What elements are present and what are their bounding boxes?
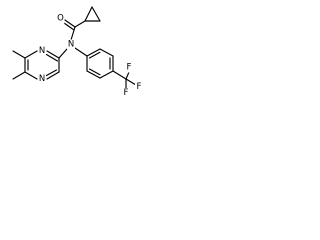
bonds xyxy=(12,6,137,89)
methyl-bond xyxy=(12,71,26,80)
nitrogen-to-pyrimidine-bond xyxy=(58,48,68,59)
phenyl-bond xyxy=(88,68,101,76)
cyclopropane-bond xyxy=(84,6,93,22)
pyrimidine-nitrogen-lower-label: N xyxy=(39,74,45,84)
carbonyl-to-nitrogen-bond xyxy=(70,26,76,41)
pyrimidine-bond xyxy=(46,71,60,80)
carbon-fluorine-bond xyxy=(125,78,137,86)
phenyl-bond xyxy=(88,51,101,59)
pyrimidine-bond xyxy=(24,71,38,80)
pyrimidine-nitrogen-upper-label: N xyxy=(39,46,45,56)
pyrimidine-bond xyxy=(45,69,58,77)
fluorine-bottom-label: F xyxy=(124,88,129,98)
pyrimidine-bond xyxy=(24,50,38,59)
ring-to-carbonyl-bond xyxy=(74,20,86,28)
amide-nitrogen-label: N xyxy=(68,40,74,50)
carbonyl-double-bond xyxy=(64,19,76,28)
fluorine-top-label: F xyxy=(127,63,132,73)
carbon-fluorine-bond xyxy=(125,71,130,80)
phenyl-bond xyxy=(86,70,101,79)
phenyl-to-cf3-bond xyxy=(112,70,127,80)
atom-labels: O N N N F F F xyxy=(38,13,143,98)
fluorine-right-label: F xyxy=(137,82,142,92)
oxygen-label: O xyxy=(57,14,64,24)
nitrogen-to-phenyl-bond xyxy=(74,47,88,57)
pyrimidine-bond xyxy=(45,53,59,62)
carbonyl-double-bond xyxy=(62,21,74,31)
phenyl-bond xyxy=(99,48,114,57)
chemical-structure: O N N N F F F xyxy=(12,6,143,98)
phenyl-bond xyxy=(86,48,101,57)
cyclopropane-bond xyxy=(91,6,101,22)
methyl-bond xyxy=(12,50,26,59)
pyrimidine-bond xyxy=(46,50,60,59)
phenyl-bond xyxy=(99,70,114,79)
